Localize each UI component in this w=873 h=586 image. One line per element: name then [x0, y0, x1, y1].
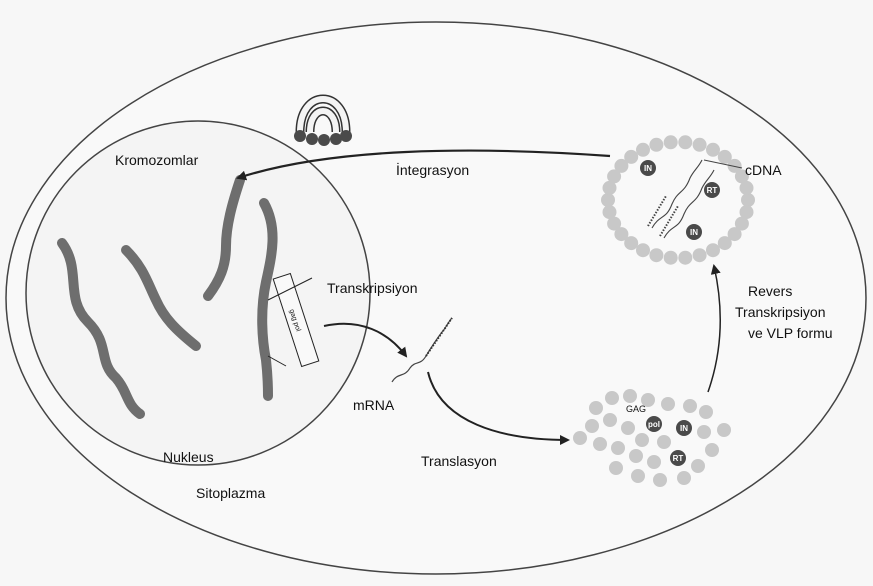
vlp-granule [636, 243, 650, 257]
vlp-granule [693, 248, 707, 262]
label-revers-line1: Revers [748, 283, 792, 299]
protein-granule [611, 441, 625, 455]
vlp-granule [706, 143, 720, 157]
protein-granule [605, 391, 619, 405]
protein-granule [573, 431, 587, 445]
vlp-granule [741, 193, 755, 207]
protein-granule [697, 425, 711, 439]
label-sitoplazma: Sitoplazma [196, 485, 265, 501]
cluster-pol-protein: pol [646, 416, 662, 432]
svg-text:RT: RT [707, 186, 718, 195]
protein-granule [585, 419, 599, 433]
svg-text:pol: pol [648, 420, 660, 429]
vlp-granule [706, 243, 720, 257]
protein-granule [593, 437, 607, 451]
vlp-granule [678, 251, 692, 265]
protein-granule [621, 421, 635, 435]
protein-granule [677, 471, 691, 485]
vlp-granule [624, 150, 638, 164]
svg-text:IN: IN [680, 424, 688, 433]
vlp-rt-protein: RT [704, 182, 720, 198]
label-cdna: cDNA [745, 162, 782, 178]
vlp-granule [601, 193, 615, 207]
cluster-in-protein: IN [676, 420, 692, 436]
protein-granule [653, 473, 667, 487]
label-integrasyon: İntegrasyon [396, 161, 469, 178]
cluster-rt-protein: RT [670, 450, 686, 466]
label-transkripsiyon: Transkripsiyon [327, 280, 418, 296]
protein-granule [657, 435, 671, 449]
protein-granule [609, 461, 623, 475]
vlp-granule [678, 135, 692, 149]
protein-granule [631, 469, 645, 483]
label-translasyon: Translasyon [421, 453, 497, 469]
vlp-granule [693, 138, 707, 152]
protein-granule [683, 399, 697, 413]
protein-granule [717, 423, 731, 437]
vlp-granule [603, 205, 617, 219]
vlp-granule [740, 181, 754, 195]
protein-granule [589, 401, 603, 415]
vlp-in-protein-2: IN [686, 224, 702, 240]
vlp-granule [649, 138, 663, 152]
label-revers-line2: Transkripsiyon [735, 304, 826, 320]
label-nukleus: Nukleus [163, 449, 214, 465]
protein-granule [661, 397, 675, 411]
label-kromozomlar: Kromozomlar [115, 152, 199, 168]
protein-granule [647, 455, 661, 469]
protein-granule [699, 405, 713, 419]
vlp-granule [649, 248, 663, 262]
label-revers-line3: ve VLP formu [748, 325, 833, 341]
vlp-granule [636, 143, 650, 157]
protein-granule [705, 443, 719, 457]
svg-text:RT: RT [673, 454, 684, 463]
protein-granule [623, 389, 637, 403]
svg-text:IN: IN [690, 228, 698, 237]
vlp-granule [664, 135, 678, 149]
protein-granule [635, 433, 649, 447]
gag-protein-label: GAG [626, 404, 646, 414]
protein-granule [603, 413, 617, 427]
vlp-granule [664, 251, 678, 265]
protein-granule [691, 459, 705, 473]
protein-granule [629, 449, 643, 463]
label-mrna: mRNA [353, 397, 395, 413]
vlp-granule [718, 236, 732, 250]
vlp-in-protein-1: IN [640, 160, 656, 176]
svg-text:IN: IN [644, 164, 652, 173]
